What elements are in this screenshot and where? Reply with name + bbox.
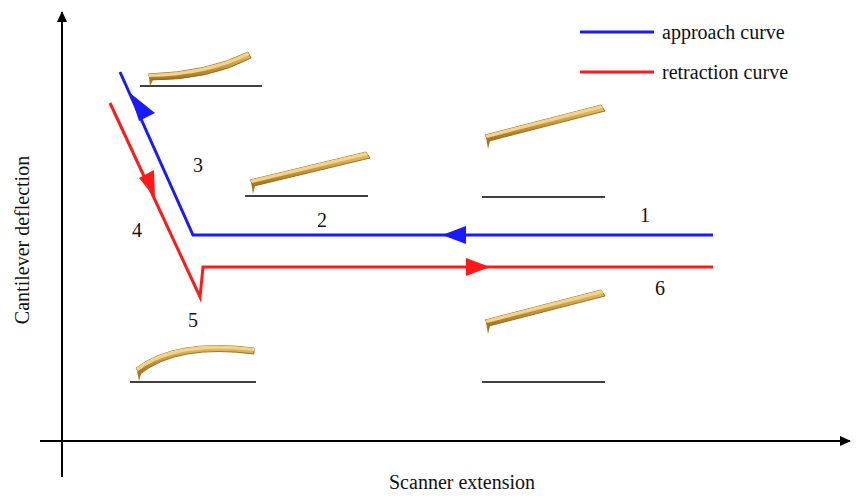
axis-label: Cantilever deflection (12, 156, 32, 324)
arrow-head (466, 258, 490, 276)
y-axis (61, 12, 63, 477)
cantilever (485, 105, 605, 149)
legend-text: retraction curve (662, 62, 788, 82)
legend-sample-line (580, 71, 654, 74)
callout-number: 5 (188, 310, 198, 330)
callout-number: 3 (193, 155, 203, 175)
callout-number: 4 (132, 220, 142, 240)
cantilever (136, 346, 254, 382)
cantilever (250, 152, 370, 194)
cantilever (148, 52, 251, 86)
callout-number: 6 (655, 278, 665, 298)
arrow-head (130, 93, 155, 121)
approach-curve (120, 72, 713, 235)
arrow-head (442, 226, 466, 244)
axis-label: Scanner extension (389, 472, 535, 492)
x-axis (40, 440, 850, 442)
cantilever (485, 290, 605, 334)
retraction-curve (110, 103, 713, 297)
sample-surface (130, 86, 605, 382)
arrow-head (139, 170, 155, 198)
legend-sample-line (580, 31, 654, 34)
legend-text: approach curve (662, 22, 785, 42)
callout-number: 2 (317, 210, 327, 230)
callout-number: 1 (640, 205, 650, 225)
